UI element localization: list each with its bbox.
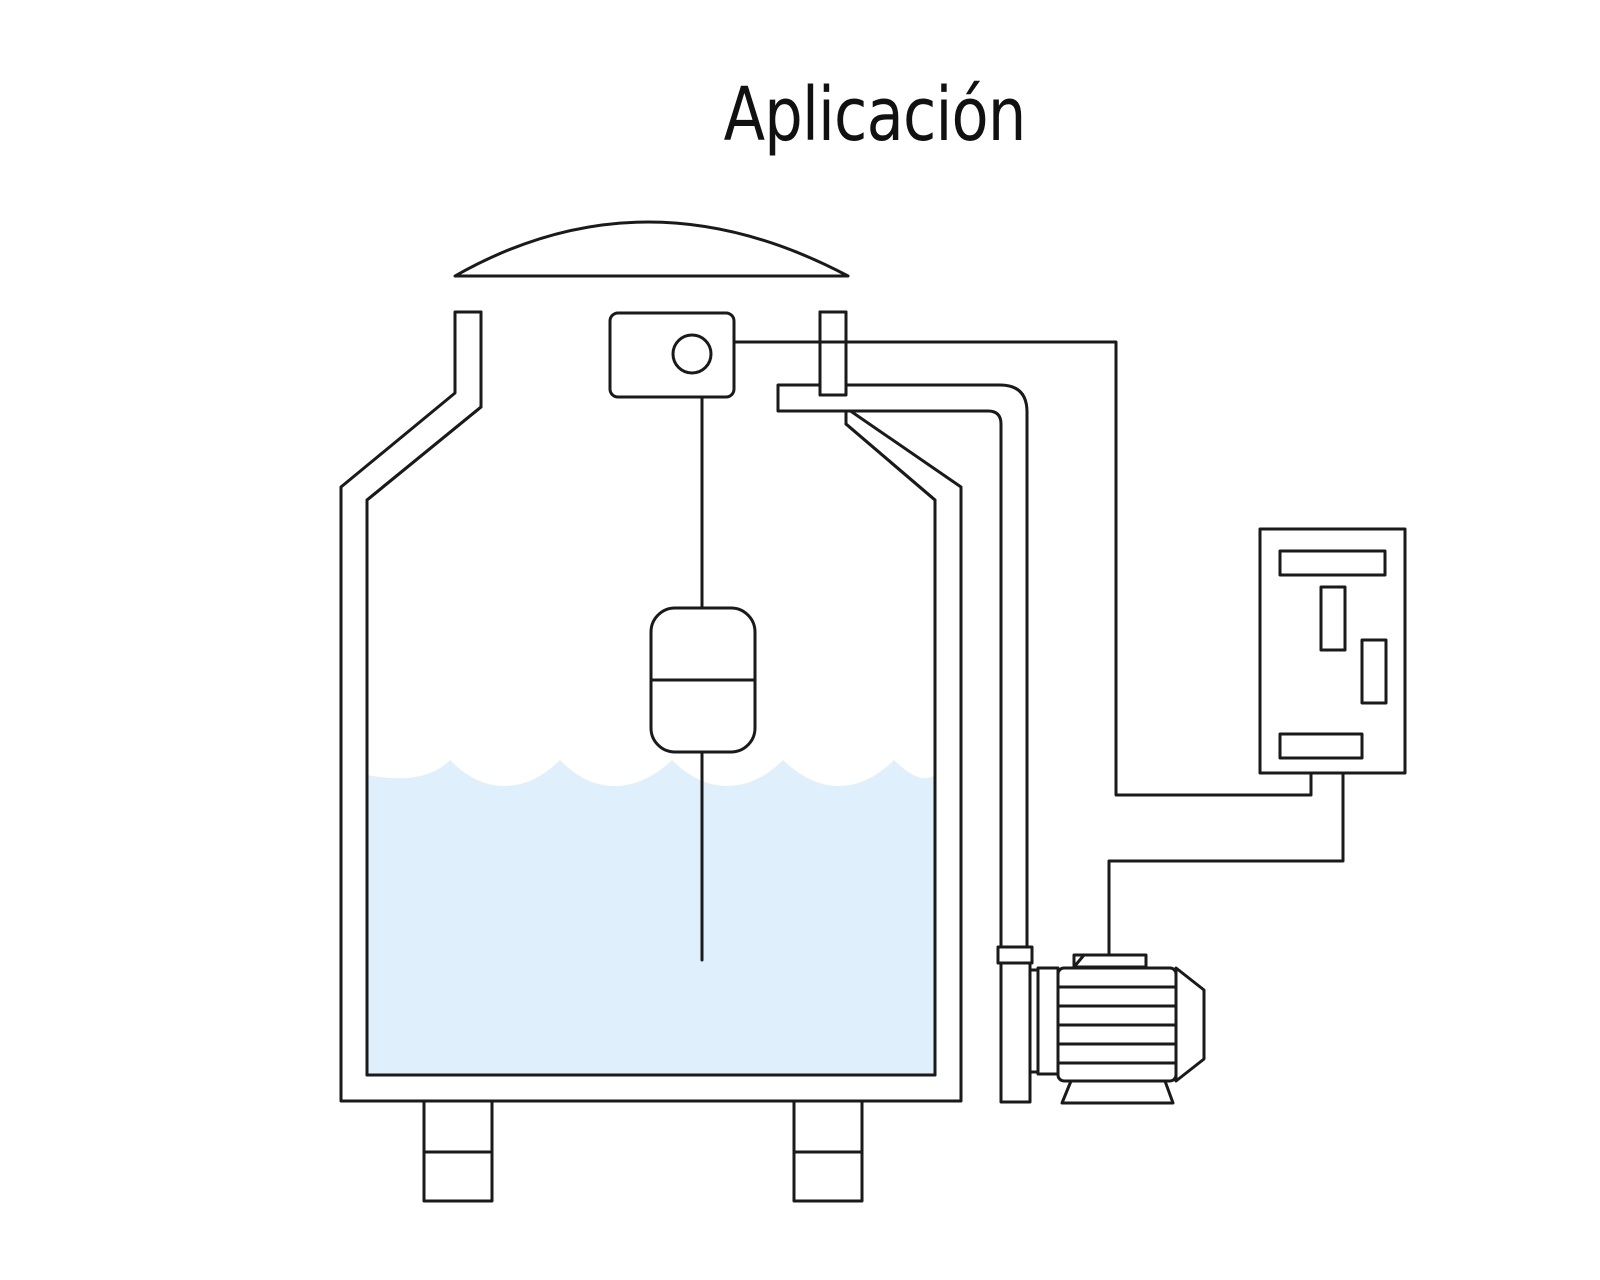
level-sensor-icon bbox=[608, 311, 736, 610]
tank-legs bbox=[422, 1099, 864, 1203]
control-panel-icon bbox=[1258, 527, 1407, 775]
wiring-pump-icon bbox=[1107, 771, 1345, 957]
diagram-title: Aplicación bbox=[723, 72, 1027, 158]
pump-motor-icon bbox=[1028, 953, 1206, 1105]
float-icon bbox=[649, 606, 757, 962]
tank-lid-icon bbox=[453, 220, 850, 278]
wiring-sensor-icon bbox=[732, 340, 1313, 797]
water-icon bbox=[367, 760, 935, 1075]
